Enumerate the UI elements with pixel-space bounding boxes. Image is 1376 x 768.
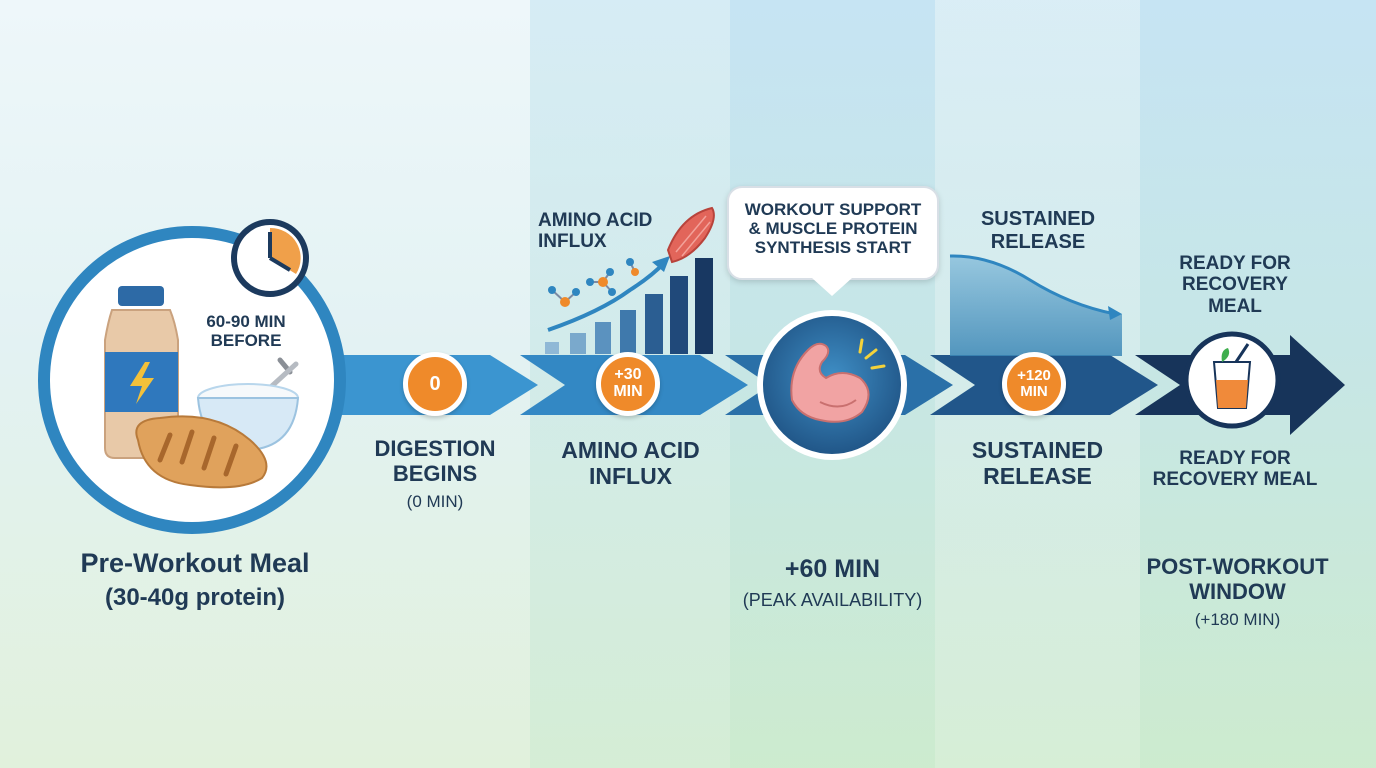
flexed-arm-circle xyxy=(757,310,907,460)
meal-circle xyxy=(38,226,346,534)
callout-bubble xyxy=(727,186,939,296)
amino-acid-title: AMINO ACID INFLUX xyxy=(561,437,700,489)
peak-title: +60 MIN xyxy=(784,555,881,583)
time-badge-zero: 0 xyxy=(403,352,467,416)
post-workout-title: POST-WORKOUT WINDOW xyxy=(1146,554,1329,604)
release-title: SUSTAINED RELEASE xyxy=(971,437,1104,489)
meal-subtitle: (30-40g protein) xyxy=(104,584,286,611)
amino-acid-header: AMINO ACID INFLUX xyxy=(538,210,653,253)
release-curve-graphic xyxy=(949,254,1122,356)
graph-bar xyxy=(620,310,636,354)
muscle-fiber-icon xyxy=(666,206,715,264)
peak-sub: (PEAK AVAILABILITY) xyxy=(742,590,923,610)
digestion-sub: (0 MIN) xyxy=(406,492,464,511)
callout-text: WORKOUT SUPPORT & MUSCLE PROTEIN SYNTHES… xyxy=(744,200,922,258)
juice-cup-icon xyxy=(1212,343,1252,409)
graph-bar xyxy=(570,333,586,354)
meal-timing-label: 60-90 MIN BEFORE xyxy=(206,312,286,351)
recovery-drink-circle xyxy=(1183,331,1281,429)
flexed-arm-icon xyxy=(790,342,870,423)
graph-bar xyxy=(695,258,713,354)
chicken-breast-icon xyxy=(135,415,268,489)
clock-icon xyxy=(231,219,309,297)
recovery-header: READY FOR RECOVERY MEAL xyxy=(1179,253,1291,317)
graph-bar xyxy=(595,322,611,354)
recovery-label: READY FOR RECOVERY MEAL xyxy=(1152,448,1318,491)
graph-bar xyxy=(545,342,559,354)
graph-bar xyxy=(645,294,663,354)
time-badge-one-twenty: +120 MIN xyxy=(1002,352,1066,416)
time-badge-thirty: +30 MIN xyxy=(596,352,660,416)
release-header: SUSTAINED RELEASE xyxy=(980,208,1096,253)
graph-bar xyxy=(670,276,688,354)
amino-acid-bar-graph xyxy=(545,256,713,354)
digestion-title: DIGESTION BEGINS xyxy=(374,436,496,486)
post-workout-sub: (+180 MIN) xyxy=(1194,610,1281,629)
meal-title: Pre-Workout Meal xyxy=(80,548,310,578)
